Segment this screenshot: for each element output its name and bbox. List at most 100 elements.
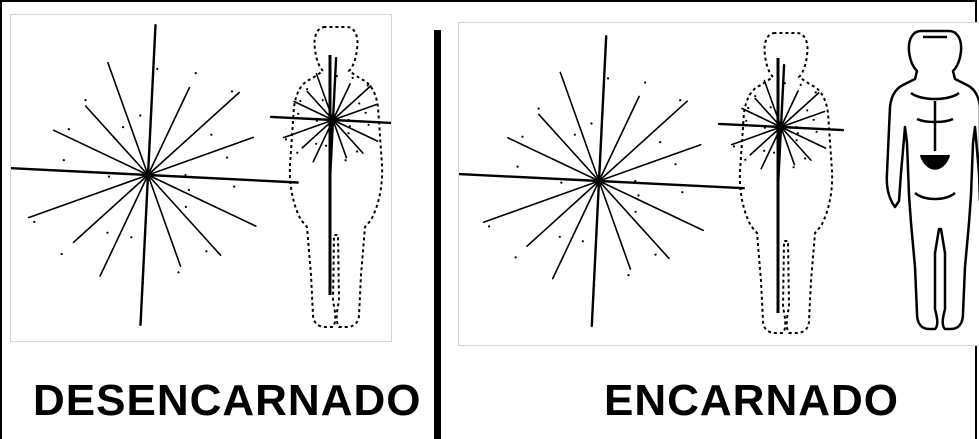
sparkle-dot — [654, 254, 656, 256]
star-ray — [599, 36, 606, 181]
sparkle-dot — [336, 75, 338, 77]
star-ray — [599, 181, 669, 258]
sparkle-dot — [177, 271, 179, 273]
sparkle-dot — [634, 180, 636, 182]
sparkle-dot — [130, 236, 132, 238]
sparkle-dot — [365, 112, 367, 114]
left-panel-illustration — [10, 14, 392, 342]
sparkle-dot — [231, 90, 233, 92]
star-ray — [527, 181, 599, 246]
star-ray — [148, 93, 239, 176]
sparkle-dot — [627, 274, 629, 276]
sparkle-dot — [226, 157, 228, 159]
star-ray — [148, 175, 221, 255]
star-ray — [148, 25, 156, 175]
star-ray — [719, 124, 781, 127]
sparkle-dot — [356, 150, 358, 152]
sparkle-dot — [674, 163, 676, 165]
sparkle-dot — [296, 152, 298, 154]
sparkle-dot — [352, 77, 354, 79]
sparkle-dot — [515, 256, 517, 258]
sparkle-dot — [679, 99, 681, 101]
sparkle-dot — [793, 166, 795, 168]
sparkle-dot — [517, 166, 519, 168]
sparkle-dot — [285, 138, 287, 140]
star-ray — [781, 93, 819, 127]
sparkle-dot — [63, 159, 65, 161]
sparkle-dot — [233, 186, 235, 188]
sparkle-dot — [349, 125, 351, 127]
sparkle-dot — [763, 150, 765, 152]
sparkle-dot — [345, 159, 347, 161]
sparkle-dot — [122, 126, 124, 128]
star-ray — [333, 120, 363, 153]
sparkle-dot — [559, 236, 561, 238]
sparkle-dot — [800, 84, 802, 86]
star-ray — [539, 114, 599, 181]
star-ray — [459, 174, 599, 181]
sparkle-dot — [108, 176, 110, 178]
sparkle-dot — [745, 120, 747, 122]
sparkle-dot — [142, 282, 144, 284]
sparkle-dot — [816, 131, 818, 133]
sparkle-dot — [582, 240, 584, 242]
sparkle-dot — [68, 128, 70, 130]
sparkle-dot — [33, 221, 35, 223]
star-ray — [333, 120, 391, 123]
star-ray — [271, 117, 333, 120]
sparkle-dot — [635, 211, 637, 213]
sparkle-dot — [325, 145, 327, 147]
spirit-star-burst-left — [11, 25, 298, 325]
star-ray — [302, 120, 333, 148]
sparkle-dot — [315, 143, 317, 145]
sparkle-dot — [106, 232, 108, 234]
sparkle-dot — [538, 108, 540, 110]
sparkle-dot — [574, 134, 576, 136]
sparkle-dot — [297, 113, 299, 115]
sparkle-dot — [747, 107, 749, 109]
sparkle-dot — [804, 157, 806, 159]
sparkle-dot — [644, 81, 646, 83]
sparkle-dot — [815, 91, 817, 93]
sparkle-dot — [205, 250, 207, 252]
sparkle-dot — [770, 106, 772, 108]
sparkle-dot — [659, 141, 661, 143]
sparkle-dot — [637, 194, 639, 196]
star-ray — [599, 101, 687, 181]
sparkle-dot — [316, 120, 318, 122]
sparkle-dot — [299, 100, 301, 102]
panel-divider — [434, 30, 441, 439]
sparkle-dot — [806, 109, 808, 111]
star-ray — [333, 86, 371, 120]
star-ray — [592, 181, 599, 326]
sparkle-dot — [306, 88, 308, 90]
sparkle-dot — [593, 284, 595, 286]
sparkle-dot — [188, 189, 190, 191]
sparkle-dot — [797, 132, 799, 134]
sparkle-dot — [185, 206, 187, 208]
sparkle-dot — [521, 136, 523, 138]
sparkle-dot — [795, 126, 797, 128]
sparkle-dot — [773, 152, 775, 154]
sparkle-dot — [607, 77, 609, 79]
sparkle-dot — [754, 95, 756, 97]
sparkle-dot — [347, 119, 349, 121]
star-ray — [781, 127, 843, 130]
sparkle-dot — [368, 124, 370, 126]
sparkle-dot — [184, 174, 186, 176]
label-desencarnado: DESENCARNADO — [33, 376, 421, 426]
sparkle-dot — [195, 72, 197, 74]
sparkle-dot — [358, 102, 360, 104]
physical-body-figure — [887, 31, 979, 329]
right-panel-illustration — [458, 22, 979, 346]
sparkle-dot — [488, 225, 490, 227]
sparkle-dot — [813, 119, 815, 121]
star-ray — [750, 127, 781, 155]
sparkle-dot — [210, 134, 212, 136]
sparkle-dot — [744, 159, 746, 161]
star-ray — [333, 58, 336, 120]
chest-star-burst-right — [719, 65, 843, 189]
sparkle-dot — [590, 122, 592, 124]
star-ray — [11, 168, 148, 176]
